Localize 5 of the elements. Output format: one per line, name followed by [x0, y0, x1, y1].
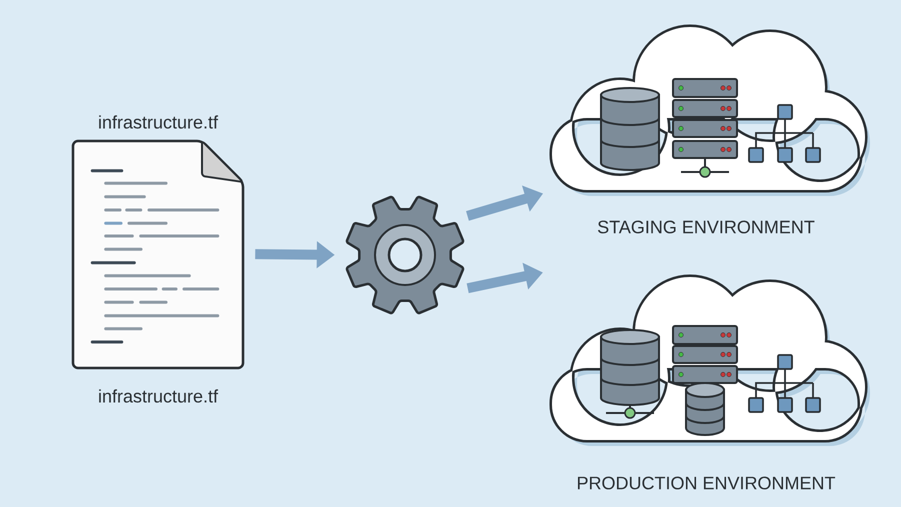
file-name: infrastructure.tf	[99, 389, 218, 403]
environment-label: STAGING ENVIRONMENT	[598, 220, 814, 234]
gear-icon	[346, 196, 464, 314]
file-name: infrastructure.tf	[99, 115, 218, 129]
environment-label: PRODUCTION ENVIRONMENT	[578, 476, 836, 490]
